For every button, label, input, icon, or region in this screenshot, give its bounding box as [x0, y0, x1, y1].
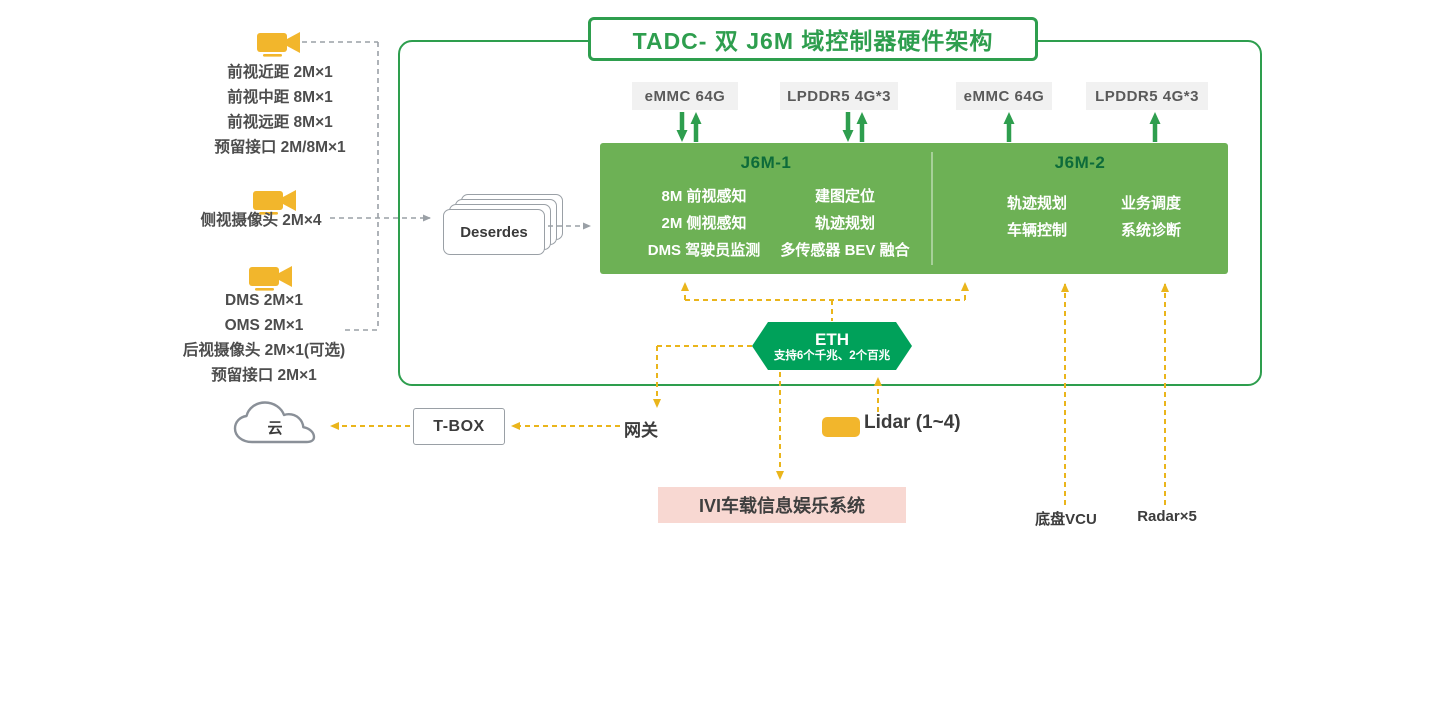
camera-label: 前视近距 2M×1 [227, 64, 333, 81]
camera-group-front: 前视近距 2M×1 前视中距 8M×1 前视远距 8M×1 预留接口 2M/8M… [168, 60, 392, 160]
up-arrow-icon [1003, 112, 1015, 142]
camera-label: DMS 2M×1 [225, 292, 303, 309]
j6m2-function: 车辆控制 [1006, 222, 1067, 239]
camera-label: 侧视摄像头 2M×4 [200, 212, 322, 229]
j6m1-function: 轨迹规划 [814, 215, 875, 232]
soc-divider [931, 152, 933, 265]
cloud-label: 云 [267, 420, 282, 437]
memory-chip-label: LPDDR5 4G*3 [1086, 82, 1208, 110]
j6m2-title: J6M-2 [1054, 153, 1106, 172]
vcu-label: 底盘VCU [1035, 511, 1097, 528]
memory-chip-label: LPDDR5 4G*3 [780, 82, 898, 110]
memory-chip-label: eMMC 64G [956, 82, 1052, 110]
camera-icon [253, 190, 296, 215]
eth-switch: ETH 支持6个千兆、2个百兆 [752, 322, 912, 370]
lidar-icon [822, 417, 860, 437]
j6m2-function: 系统诊断 [1120, 222, 1181, 239]
radar-label: Radar×5 [1137, 508, 1197, 525]
j6m1-function: 建图定位 [814, 188, 875, 205]
up-arrow-icon [1149, 112, 1161, 142]
camera-label: 后视摄像头 2M×1(可选) [182, 342, 346, 359]
ivi-node: IVI车载信息娱乐系统 [658, 487, 906, 523]
camera-label: 前视中距 8M×1 [227, 89, 333, 106]
updown-arrow-icon [842, 112, 868, 142]
camera-label: 预留接口 2M×1 [211, 367, 317, 384]
camera-label: 前视远距 8M×1 [227, 114, 333, 131]
camera-icon [249, 266, 292, 291]
j6m2-function: 业务调度 [1120, 195, 1181, 212]
camera-group-side: 侧视摄像头 2M×4 [155, 208, 367, 233]
camera-label: OMS 2M×1 [224, 317, 304, 334]
eth-subtitle: 支持6个千兆、2个百兆 [773, 349, 891, 362]
cloud-icon: 云 [233, 401, 316, 444]
j6m1-function: 多传感器 BEV 融合 [780, 242, 910, 259]
lidar-label: Lidar (1~4) [864, 412, 961, 433]
tbox-node: T-BOX [413, 408, 505, 445]
eth-title: ETH [815, 329, 849, 349]
soc-block: J6M-1 8M 前视感知 2M 侧视感知 DMS 驾驶员监测 建图定位 轨迹规… [600, 143, 1228, 274]
j6m2-function: 轨迹规划 [1006, 195, 1067, 212]
page-title: TADC- 双 J6M 域控制器硬件架构 [588, 17, 1038, 61]
gateway-label: 网关 [624, 421, 658, 440]
deserdes-card-front: Deserdes [443, 209, 545, 255]
deserdes-stack: Deserdes [443, 194, 565, 256]
camera-label: 预留接口 2M/8M×1 [214, 139, 346, 156]
memory-chip-label: eMMC 64G [632, 82, 738, 110]
j6m1-function: 8M 前视感知 [661, 188, 747, 205]
camera-icon [257, 32, 300, 57]
j6m1-title: J6M-1 [740, 153, 792, 172]
j6m1-function: 2M 侧视感知 [661, 215, 747, 232]
updown-arrow-icon [676, 112, 702, 142]
j6m1-function: DMS 驾驶员监测 [647, 242, 761, 259]
camera-group-dms: DMS 2M×1 OMS 2M×1 后视摄像头 2M×1(可选) 预留接口 2M… [150, 288, 378, 388]
